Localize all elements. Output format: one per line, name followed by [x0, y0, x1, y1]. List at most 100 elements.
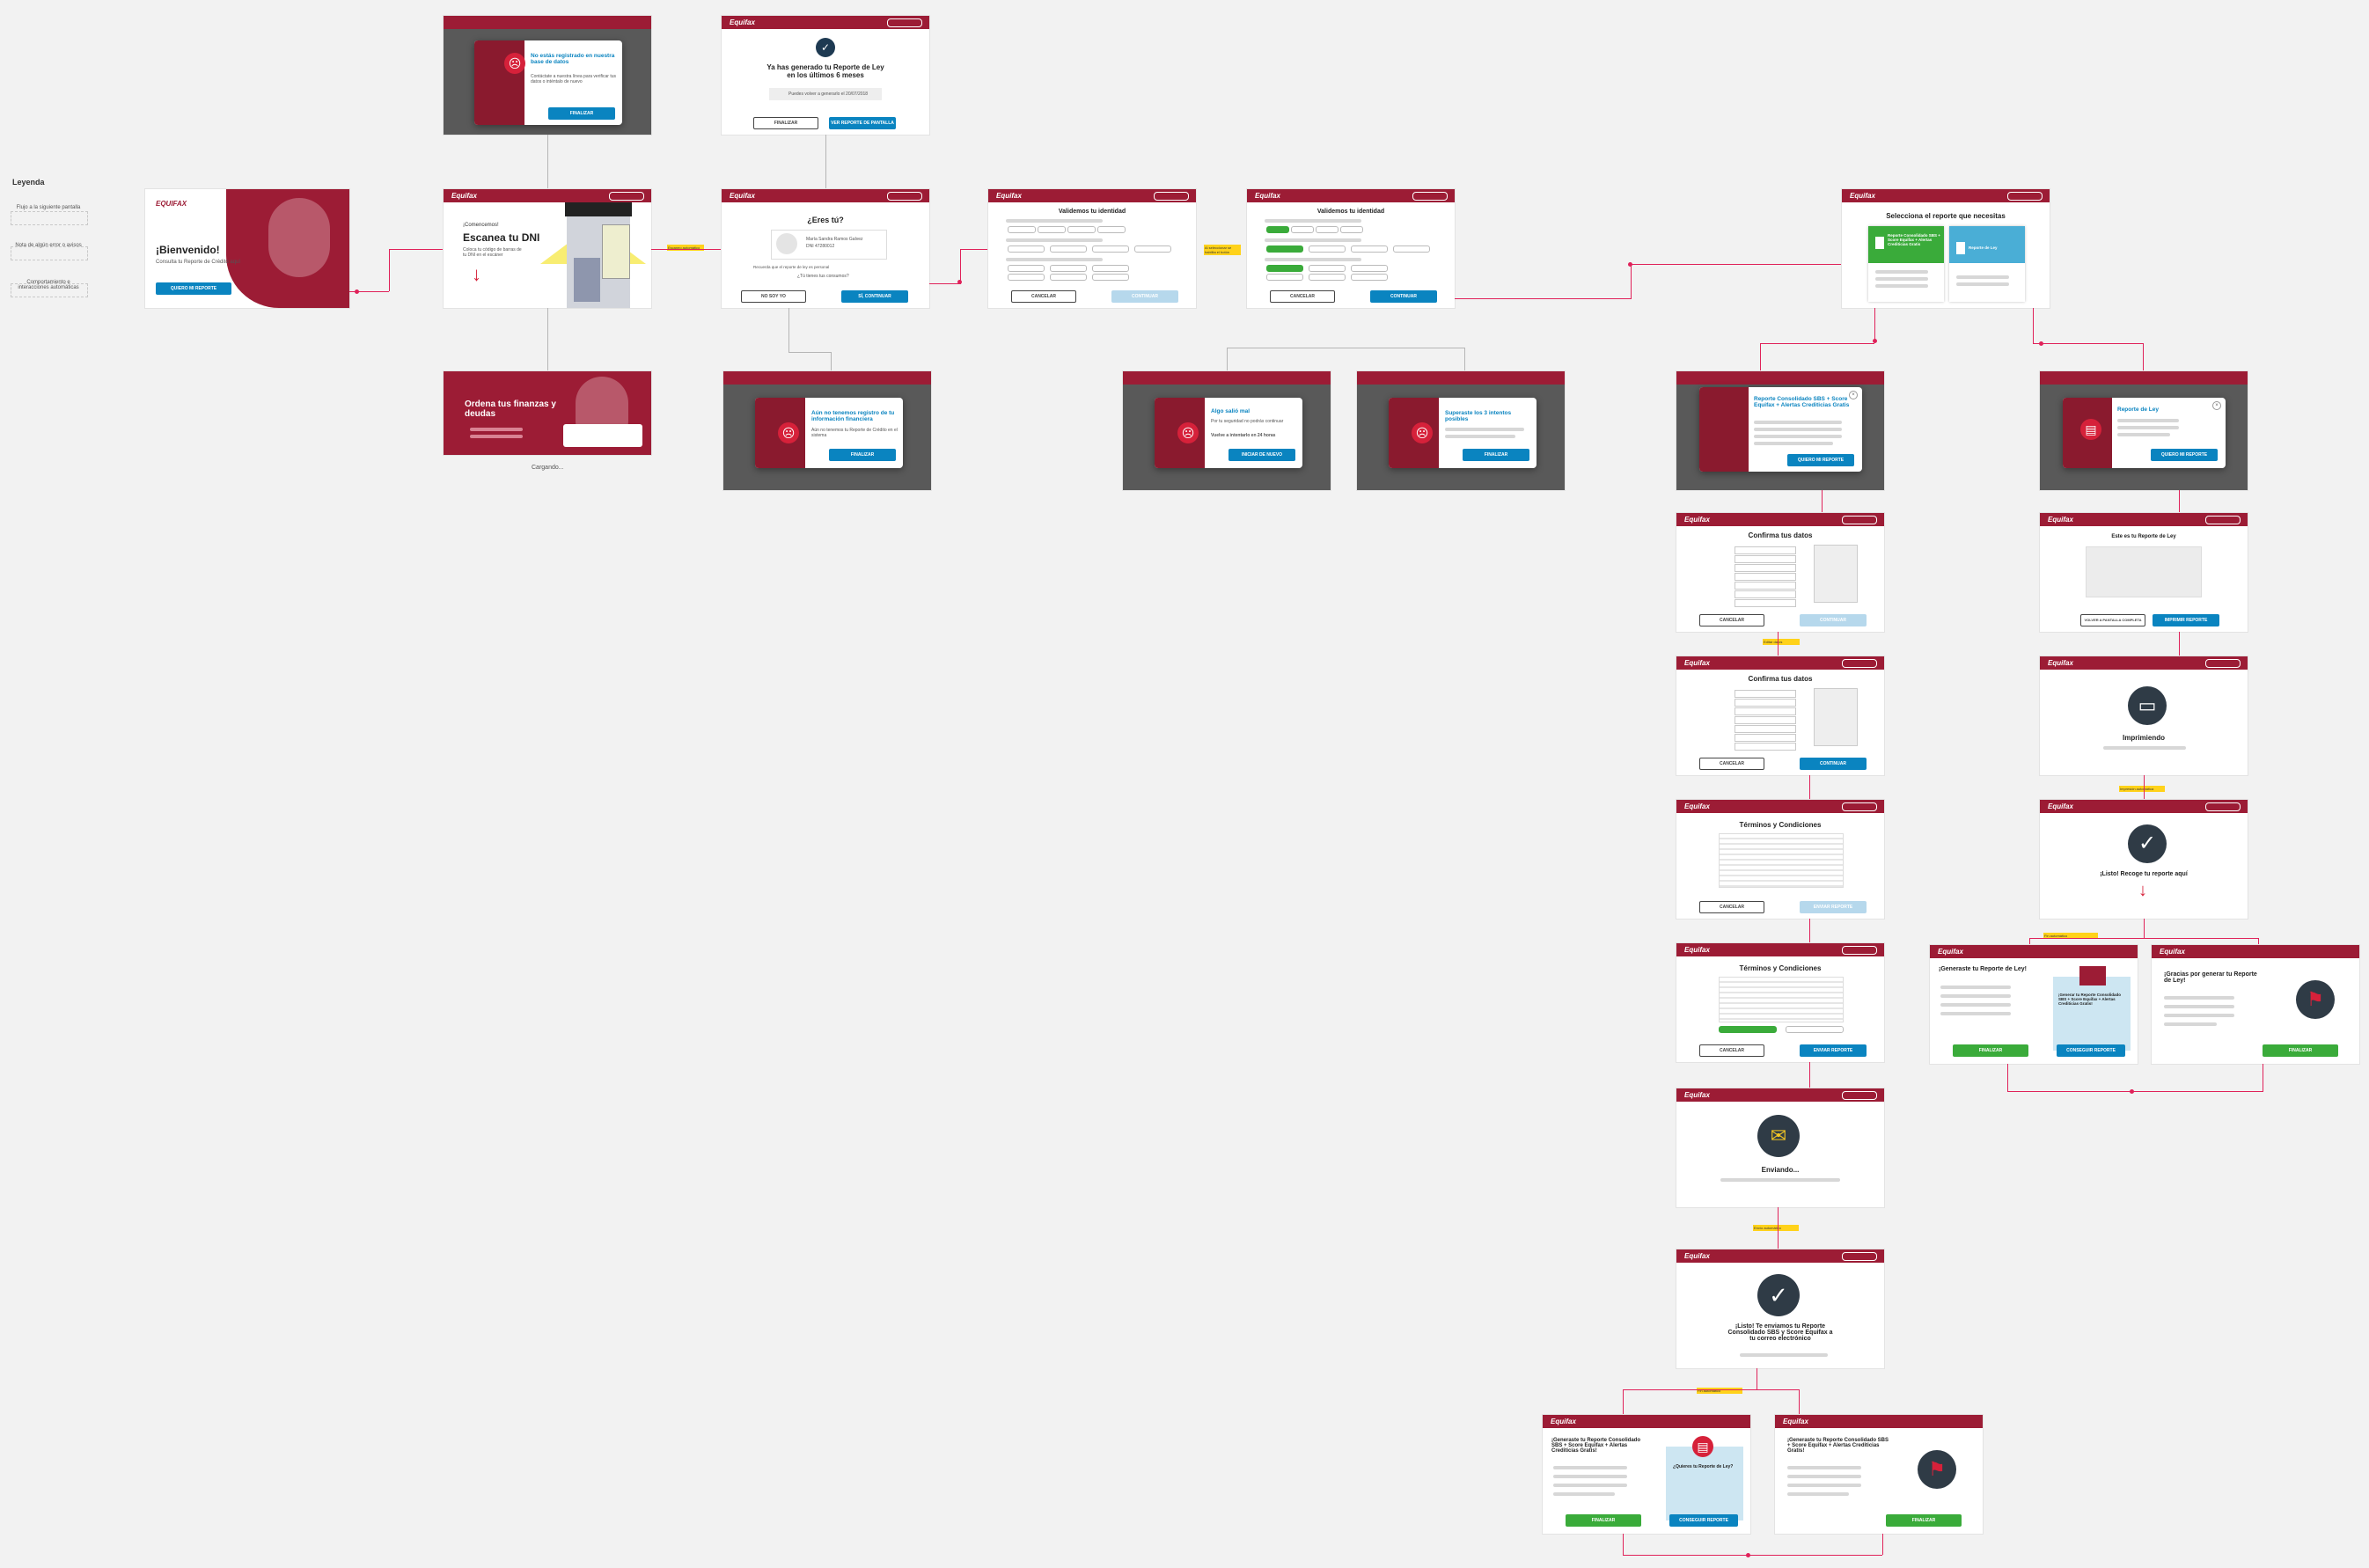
- option[interactable]: [1092, 274, 1129, 281]
- exit-button[interactable]: [1842, 659, 1877, 668]
- option[interactable]: [1266, 274, 1303, 281]
- back-button[interactable]: VOLVER A PANTALLA COMPLETA: [2080, 614, 2145, 626]
- welcome-button[interactable]: QUIERO MI REPORTE: [156, 282, 231, 295]
- continue-button[interactable]: CONTINUAR: [1370, 290, 1437, 303]
- exit-button[interactable]: [1154, 192, 1189, 201]
- option[interactable]: [1008, 274, 1045, 281]
- close-icon[interactable]: ×: [1849, 391, 1858, 399]
- option[interactable]: [1309, 274, 1346, 281]
- report-card-ley[interactable]: Reporte de Ley: [1949, 226, 2025, 302]
- exit-button[interactable]: [1842, 516, 1877, 524]
- header: Equifax: [722, 189, 929, 202]
- header: Equifax: [2040, 656, 2248, 670]
- continue-button[interactable]: CONTINUAR: [1800, 614, 1867, 626]
- option-selected[interactable]: [1266, 265, 1303, 272]
- option[interactable]: [1050, 265, 1087, 272]
- form-field[interactable]: [1735, 699, 1796, 707]
- send-report-button[interactable]: ENVIAR REPORTE: [1800, 901, 1867, 913]
- finish-button[interactable]: FINALIZAR: [753, 117, 818, 129]
- option[interactable]: [1092, 265, 1129, 272]
- option[interactable]: [1097, 226, 1126, 233]
- finish-button[interactable]: FINALIZAR: [1886, 1514, 1962, 1527]
- option[interactable]: [1351, 245, 1388, 253]
- form-field[interactable]: [1735, 590, 1796, 598]
- form-field[interactable]: [1735, 555, 1796, 563]
- want-report-button[interactable]: QUIERO MI REPORTE: [2151, 449, 2218, 461]
- exit-button[interactable]: [887, 192, 922, 201]
- option[interactable]: [1316, 226, 1339, 233]
- accept-checkbox[interactable]: [1786, 1026, 1844, 1033]
- exit-button[interactable]: [1842, 1252, 1877, 1261]
- send-report-button[interactable]: ENVIAR REPORTE: [1800, 1044, 1867, 1057]
- view-screen-button[interactable]: VER REPORTE DE PANTALLA: [829, 117, 896, 129]
- cancel-button[interactable]: CANCELAR: [1011, 290, 1076, 303]
- close-icon[interactable]: ×: [2212, 401, 2221, 410]
- option[interactable]: [1134, 245, 1171, 253]
- continue-button[interactable]: SÍ, CONTINUAR: [841, 290, 908, 303]
- exit-button[interactable]: [609, 192, 644, 201]
- option[interactable]: [1050, 274, 1087, 281]
- restart-button[interactable]: INICIAR DE NUEVO: [1229, 449, 1295, 461]
- form-field[interactable]: [1735, 573, 1796, 581]
- print-button[interactable]: IMPRIMIR REPORTE: [2153, 614, 2219, 626]
- continue-button[interactable]: CONTINUAR: [1800, 758, 1867, 770]
- sending-title: Enviando...: [1761, 1166, 1800, 1174]
- option[interactable]: [1092, 245, 1129, 253]
- form-field[interactable]: [1735, 725, 1796, 733]
- exit-button[interactable]: [2007, 192, 2043, 201]
- form-field[interactable]: [1735, 707, 1796, 715]
- form-field[interactable]: [1735, 546, 1796, 554]
- get-report-button[interactable]: CONSEGUIR REPORTE: [1669, 1514, 1738, 1527]
- option[interactable]: [1067, 226, 1096, 233]
- option-selected[interactable]: [1266, 226, 1289, 233]
- form-field[interactable]: [1735, 716, 1796, 724]
- option[interactable]: [1393, 245, 1430, 253]
- exit-button[interactable]: [1412, 192, 1448, 201]
- option[interactable]: [1008, 265, 1045, 272]
- terms-box[interactable]: [1719, 833, 1844, 888]
- get-report-button[interactable]: CONSEGUIR REPORTE: [2057, 1044, 2125, 1057]
- cancel-button[interactable]: CANCELAR: [1699, 901, 1764, 913]
- finish-button[interactable]: FINALIZAR: [1566, 1514, 1641, 1527]
- finish-button[interactable]: FINALIZAR: [829, 449, 896, 461]
- accept-checkbox[interactable]: [1719, 1026, 1777, 1033]
- form-field[interactable]: [1735, 690, 1796, 698]
- form-field[interactable]: [1735, 564, 1796, 572]
- option[interactable]: [1351, 274, 1388, 281]
- finish-button[interactable]: FINALIZAR: [1463, 449, 1529, 461]
- report-card-sbs[interactable]: Reporte Consolidado SBS + Score Equifax …: [1868, 226, 1944, 302]
- form-field[interactable]: [1735, 599, 1796, 607]
- exit-button[interactable]: [2205, 516, 2241, 524]
- option[interactable]: [1309, 245, 1346, 253]
- form-field[interactable]: [1735, 582, 1796, 590]
- exit-button[interactable]: [887, 18, 922, 27]
- text-line: [1787, 1492, 1849, 1496]
- option[interactable]: [1050, 245, 1087, 253]
- not-me-button[interactable]: NO SOY YO: [741, 290, 806, 303]
- option[interactable]: [1309, 265, 1346, 272]
- terms-box[interactable]: [1719, 977, 1844, 1022]
- option[interactable]: [1291, 226, 1314, 233]
- option[interactable]: [1340, 226, 1363, 233]
- form-field[interactable]: [1735, 743, 1796, 751]
- exit-button[interactable]: [1842, 802, 1877, 811]
- exit-button[interactable]: [1842, 946, 1877, 955]
- cancel-button[interactable]: CANCELAR: [1699, 614, 1764, 626]
- continue-button[interactable]: CONTINUAR: [1111, 290, 1178, 303]
- cancel-button[interactable]: CANCELAR: [1699, 1044, 1764, 1057]
- option[interactable]: [1351, 265, 1388, 272]
- option-selected[interactable]: [1266, 245, 1303, 253]
- finish-button[interactable]: FINALIZAR: [1953, 1044, 2028, 1057]
- want-report-button[interactable]: QUIERO MI REPORTE: [1787, 454, 1854, 466]
- cancel-button[interactable]: CANCELAR: [1699, 758, 1764, 770]
- exit-button[interactable]: [2205, 659, 2241, 668]
- finish-button[interactable]: FINALIZAR: [2263, 1044, 2338, 1057]
- option[interactable]: [1008, 226, 1036, 233]
- finish-button[interactable]: FINALIZAR: [548, 107, 615, 120]
- exit-button[interactable]: [1842, 1091, 1877, 1100]
- cancel-button[interactable]: CANCELAR: [1270, 290, 1335, 303]
- form-field[interactable]: [1735, 734, 1796, 742]
- option[interactable]: [1008, 245, 1045, 253]
- option[interactable]: [1038, 226, 1066, 233]
- exit-button[interactable]: [2205, 802, 2241, 811]
